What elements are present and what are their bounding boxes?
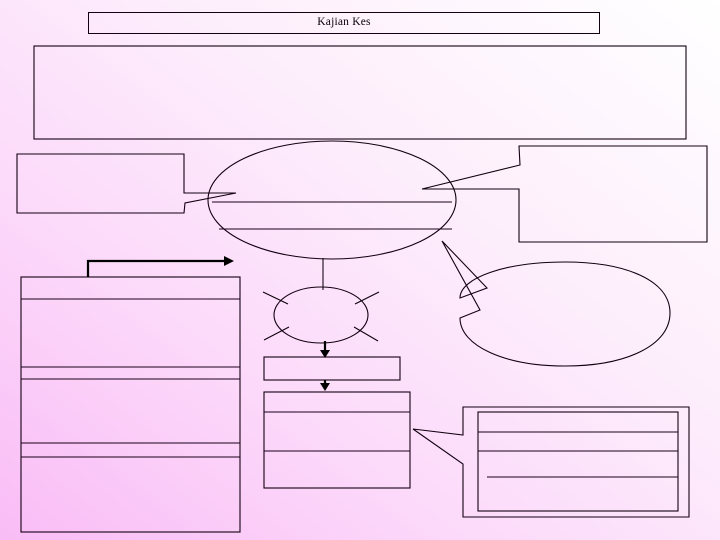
bottom-right-callout[interactable]: [412, 406, 690, 518]
right-callout-box[interactable]: [421, 145, 708, 243]
banner-box[interactable]: [33, 45, 687, 140]
burst-ray-sw: [263, 326, 290, 341]
small-box-to-center-table-arrowhead: [320, 383, 330, 391]
burst-ray-ne: [354, 291, 380, 305]
left-table[interactable]: [20, 276, 241, 533]
page-title: Kajian Kes: [317, 16, 371, 29]
burst-to-small-box-arrowhead: [320, 350, 330, 358]
burst-ray-se: [353, 326, 379, 342]
bottom-right-inner-table[interactable]: [477, 411, 679, 512]
title-box[interactable]: Kajian Kes: [88, 12, 600, 34]
small-box[interactable]: [263, 356, 401, 381]
left-callout-box[interactable]: [16, 153, 237, 214]
center-table[interactable]: [263, 391, 411, 489]
center-ellipse[interactable]: [207, 140, 457, 260]
burst-ellipse[interactable]: [273, 286, 369, 344]
burst-ray-nw: [262, 291, 289, 305]
left-table-elbow-arrowhead: [224, 256, 234, 266]
left-table-elbow-arrow-line: [86, 259, 226, 277]
oval-callout[interactable]: [441, 240, 671, 367]
